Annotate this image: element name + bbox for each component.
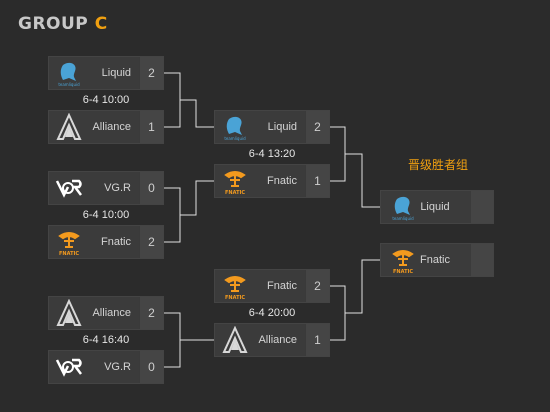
vgr-logo-icon (53, 172, 85, 204)
team-score: 2 (139, 57, 163, 89)
team-score: 1 (139, 111, 163, 143)
connector-r2m1 (330, 126, 346, 182)
svg-text:FNATIC: FNATIC (225, 190, 245, 195)
team-name: Fnatic (267, 175, 297, 187)
match-date: 6-4 10:00 (82, 94, 130, 106)
team-name: Liquid (420, 201, 450, 213)
vgr-logo-icon (53, 351, 85, 383)
match-date: 6-4 16:40 (82, 334, 130, 346)
team-score: 1 (305, 165, 329, 197)
team-name: Liquid (101, 67, 131, 79)
page-title: GROUP C (18, 14, 108, 34)
liquid-logo-icon: teamliquid (53, 57, 85, 89)
connector-r2m1-out (345, 153, 380, 208)
connector-r2m2-out (345, 259, 380, 314)
team-score: 2 (139, 226, 163, 258)
match-date: 6-4 13:20 (248, 148, 296, 160)
group-letter: C (94, 14, 108, 34)
team-name: Liquid (267, 121, 297, 133)
alliance-logo-icon (53, 297, 85, 329)
connector-r2m2 (330, 285, 346, 341)
liquid-logo-icon: teamliquid (219, 111, 251, 143)
match-r2m2-team1[interactable]: FNATIC Fnatic 2 (214, 269, 330, 303)
match-r1m2-team2[interactable]: FNATIC Fnatic 2 (48, 225, 164, 259)
team-score: 2 (305, 111, 329, 143)
match-r1m3-team2[interactable]: VG.R 0 (48, 350, 164, 384)
connector-r1m1-out (180, 99, 214, 128)
group-word: GROUP (18, 14, 89, 34)
connector-r1m2-out (180, 180, 214, 216)
advance-team2[interactable]: FNATIC Fnatic (380, 243, 494, 277)
connector-r1m3 (164, 312, 181, 368)
match-r2m1-team1[interactable]: teamliquid Liquid 2 (214, 110, 330, 144)
fnatic-logo-icon: FNATIC (219, 165, 251, 197)
match-r1m1-team2[interactable]: Alliance 1 (48, 110, 164, 144)
team-name: Fnatic (101, 236, 131, 248)
advance-label: 晋级胜者组 (407, 158, 468, 172)
match-r2m1-team2[interactable]: FNATIC Fnatic 1 (214, 164, 330, 198)
svg-text:FNATIC: FNATIC (59, 251, 79, 256)
svg-text:FNATIC: FNATIC (393, 269, 413, 274)
team-score: 2 (305, 270, 329, 302)
match-r1m2-team1[interactable]: VG.R 0 (48, 171, 164, 205)
match-r2m2-team2[interactable]: Alliance 1 (214, 323, 330, 357)
match-date: 6-4 10:00 (82, 209, 130, 221)
team-name: Alliance (258, 334, 297, 346)
svg-text:teamliquid: teamliquid (224, 136, 246, 141)
liquid-logo-icon: teamliquid (387, 191, 419, 223)
alliance-logo-icon (53, 111, 85, 143)
team-name: VG.R (104, 182, 131, 194)
svg-text:teamliquid: teamliquid (392, 216, 414, 221)
team-name: VG.R (104, 361, 131, 373)
team-name: Fnatic (420, 254, 450, 266)
match-date: 6-4 20:00 (248, 307, 296, 319)
connector-r1m2 (164, 187, 181, 243)
fnatic-logo-icon: FNATIC (219, 270, 251, 302)
team-name: Fnatic (267, 280, 297, 292)
advance-team1[interactable]: teamliquid Liquid (380, 190, 494, 224)
alliance-logo-icon (219, 324, 251, 356)
fnatic-logo-icon: FNATIC (387, 244, 419, 276)
team-score: 2 (139, 297, 163, 329)
connector-r1m1 (164, 72, 181, 128)
svg-text:FNATIC: FNATIC (225, 295, 245, 300)
team-score: 1 (305, 324, 329, 356)
score-slot (471, 244, 493, 276)
fnatic-logo-icon: FNATIC (53, 226, 85, 258)
team-name: Alliance (92, 307, 131, 319)
score-slot (471, 191, 493, 223)
team-score: 0 (139, 172, 163, 204)
match-r1m1-team1[interactable]: teamliquid Liquid 2 (48, 56, 164, 90)
team-score: 0 (139, 351, 163, 383)
svg-text:teamliquid: teamliquid (58, 82, 80, 87)
team-name: Alliance (92, 121, 131, 133)
match-r1m3-team1[interactable]: Alliance 2 (48, 296, 164, 330)
